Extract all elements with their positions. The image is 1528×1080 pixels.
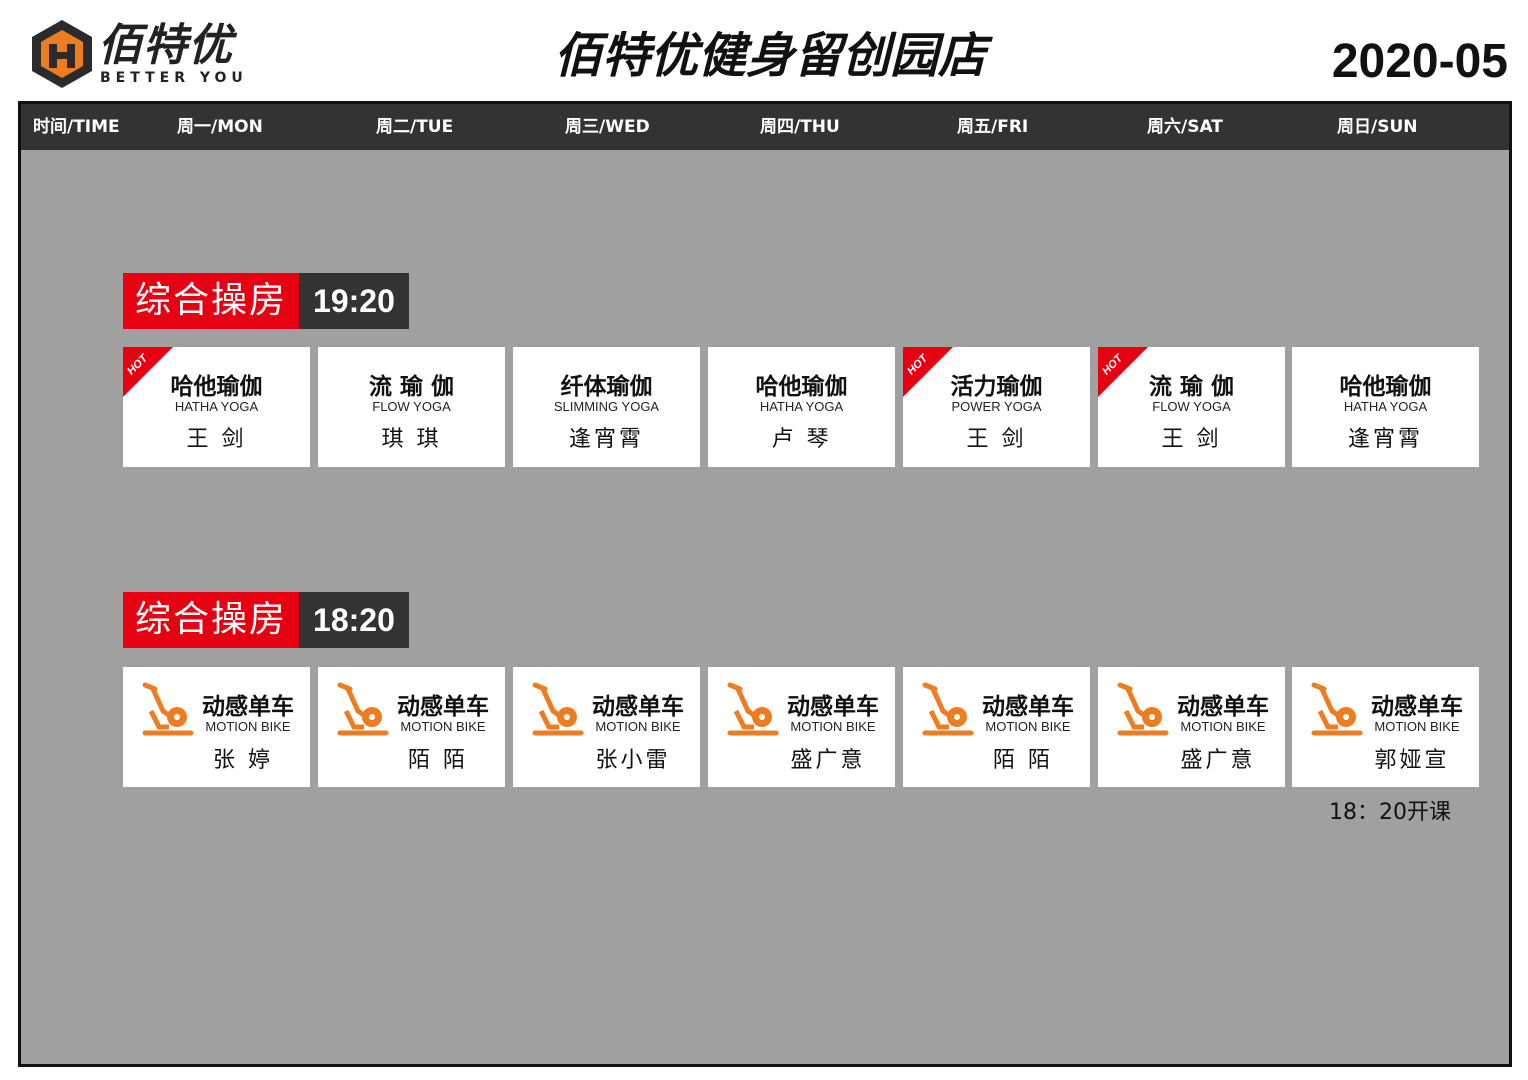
teacher-name: 王 剑	[1161, 427, 1222, 452]
bike-icon	[1117, 682, 1169, 736]
teacher-name: 琪 琪	[381, 427, 442, 452]
section-label-1920: 综合操房 19:20	[123, 273, 409, 329]
header-sat: 周六/SAT	[1147, 117, 1223, 137]
class-card-sat[interactable]: HOT 流 瑜 伽 FLOW YOGA 王 剑	[1098, 347, 1285, 467]
class-card-thu[interactable]: 哈他瑜伽 HATHA YOGA 卢 琴	[708, 347, 895, 467]
bike-card-tue[interactable]: 动感单车 MOTION BIKE 陌 陌	[318, 667, 505, 787]
class-name-en: FLOW YOGA	[372, 399, 451, 414]
bike-card-sun[interactable]: 动感单车 MOTION BIKE 郭娅宣	[1292, 667, 1479, 787]
header-time: 时间/TIME	[33, 117, 120, 137]
class-name-en: MOTION BIKE	[205, 719, 291, 734]
class-name-en: SLIMMING YOGA	[553, 399, 660, 414]
class-name: 动感单车	[982, 694, 1074, 720]
brand-name-cn: 佰特优	[98, 20, 233, 71]
class-name-en: HATHA YOGA	[174, 399, 259, 414]
hexagon-logo-icon	[32, 20, 92, 88]
bike-card-mon[interactable]: 动感单车 MOTION BIKE 张 婷	[123, 667, 310, 787]
class-name-en: MOTION BIKE	[790, 719, 876, 734]
hot-ribbon	[123, 347, 173, 397]
page-title: 佰特优健身留创园店	[553, 28, 986, 84]
class-card-tue[interactable]: 流 瑜 伽 FLOW YOGA 琪 琪	[318, 347, 505, 467]
room-name: 综合操房	[123, 592, 300, 648]
teacher-name: 卢 琴	[771, 427, 832, 452]
header-wed: 周三/WED	[565, 117, 650, 137]
teacher-name: 张小雷	[595, 748, 671, 773]
class-card-sun[interactable]: 哈他瑜伽 HATHA YOGA 逢宵霄	[1292, 347, 1479, 467]
class-name-en: MOTION BIKE	[595, 719, 681, 734]
class-name: 流 瑜 伽	[368, 374, 454, 400]
class-name-en: MOTION BIKE	[400, 719, 486, 734]
teacher-name: 王 剑	[966, 427, 1027, 452]
teacher-name: 王 剑	[186, 427, 247, 452]
class-name-en: MOTION BIKE	[985, 719, 1071, 734]
class-name: 动感单车	[787, 694, 879, 720]
brand-name-en: BETTER YOU	[100, 70, 248, 86]
section-label-1820: 综合操房 18:20	[123, 592, 409, 648]
header-sun: 周日/SUN	[1337, 117, 1418, 137]
class-time: 19:20	[299, 273, 409, 329]
class-card-fri[interactable]: HOT 活力瑜伽 POWER YOGA 王 剑	[903, 347, 1090, 467]
class-name: 活力瑜伽	[950, 374, 1043, 400]
class-card-mon[interactable]: HOT 哈他瑜伽 HATHA YOGA 王 剑	[123, 347, 310, 467]
header-mon: 周一/MON	[177, 117, 263, 137]
teacher-name: 陌 陌	[408, 748, 468, 773]
bike-card-wed[interactable]: 动感单车 MOTION BIKE 张小雷	[513, 667, 700, 787]
class-name: 动感单车	[592, 694, 684, 720]
hot-ribbon	[903, 347, 953, 397]
class-name: 动感单车	[1177, 694, 1269, 720]
bike-icon	[142, 682, 194, 736]
class-name-en: FLOW YOGA	[1152, 399, 1231, 414]
header-fri: 周五/FRI	[957, 117, 1029, 137]
class-name: 哈他瑜伽	[170, 374, 263, 400]
brand-logo: 佰特优 BETTER YOU	[30, 18, 260, 90]
class-name: 动感单车	[202, 694, 294, 720]
class-name: 动感单车	[1371, 694, 1463, 720]
class-name-en: POWER YOGA	[951, 399, 1042, 414]
class-name: 哈他瑜伽	[1339, 374, 1432, 400]
bike-icon	[922, 682, 974, 736]
start-time-note: 18：20开课	[1329, 800, 1451, 825]
class-name-en: HATHA YOGA	[1343, 399, 1428, 414]
header-tue: 周二/TUE	[376, 117, 454, 137]
bike-icon	[532, 682, 584, 736]
class-time: 18:20	[299, 592, 409, 648]
room-name: 综合操房	[123, 273, 300, 329]
class-name: 哈他瑜伽	[755, 374, 848, 400]
class-name-en: HATHA YOGA	[759, 399, 844, 414]
schedule-panel: 时间/TIME 周一/MON 周二/TUE 周三/WED 周四/THU 周五/F…	[18, 101, 1512, 1067]
teacher-name: 张 婷	[213, 748, 273, 773]
class-name: 动感单车	[397, 694, 489, 720]
schedule-date: 2020-05	[1331, 35, 1508, 88]
weekday-header: 时间/TIME 周一/MON 周二/TUE 周三/WED 周四/THU 周五/F…	[21, 104, 1509, 150]
bike-card-fri[interactable]: 动感单车 MOTION BIKE 陌 陌	[903, 667, 1090, 787]
teacher-name: 陌 陌	[993, 748, 1053, 773]
bike-icon	[1311, 682, 1363, 736]
teacher-name: 逢宵霄	[1347, 427, 1423, 452]
class-name-en: MOTION BIKE	[1180, 719, 1266, 734]
header-thu: 周四/THU	[760, 117, 840, 137]
teacher-name: 郭娅宣	[1374, 748, 1450, 773]
teacher-name: 逢宵霄	[568, 427, 644, 452]
class-card-wed[interactable]: 纤体瑜伽 SLIMMING YOGA 逢宵霄	[513, 347, 700, 467]
bike-card-thu[interactable]: 动感单车 MOTION BIKE 盛广意	[708, 667, 895, 787]
hot-ribbon	[1098, 347, 1148, 397]
teacher-name: 盛广意	[1180, 748, 1256, 773]
class-name: 流 瑜 伽	[1148, 374, 1234, 400]
teacher-name: 盛广意	[790, 748, 866, 773]
bike-icon	[337, 682, 389, 736]
class-name-en: MOTION BIKE	[1374, 719, 1460, 734]
bike-card-sat[interactable]: 动感单车 MOTION BIKE 盛广意	[1098, 667, 1285, 787]
class-name: 纤体瑜伽	[560, 374, 653, 400]
bike-icon	[727, 682, 779, 736]
